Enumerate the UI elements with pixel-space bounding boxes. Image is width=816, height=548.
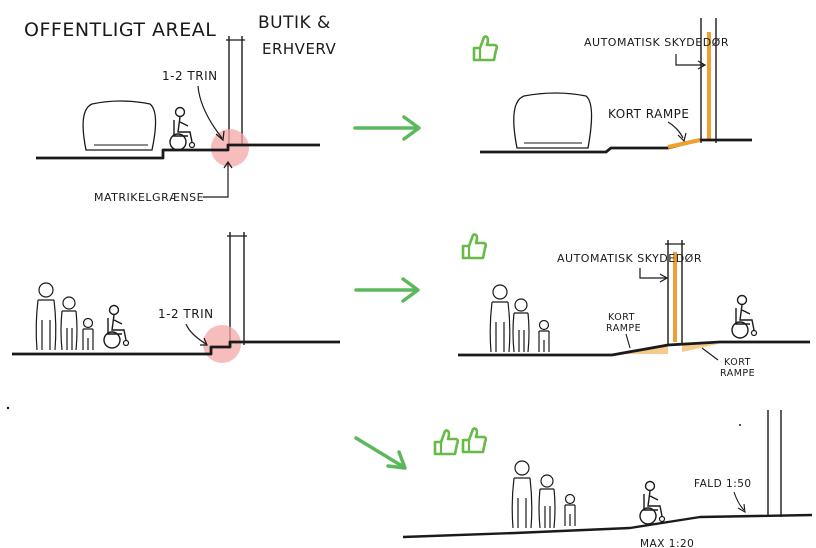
wheelchair-user-icon — [639, 480, 666, 525]
property-line-label: MATRIKELGRÆNSE — [94, 191, 204, 204]
shop-label-line1: BUTIK & — [258, 13, 331, 33]
thumbs-up-icon — [461, 427, 488, 454]
row2-after: AUTOMATISK SKYDEDØR KORT RAMPE KORT RAMP… — [458, 233, 810, 379]
short-ramp-right-line1: KORT — [724, 357, 751, 368]
wheelchair-user-icon — [103, 304, 130, 349]
car-icon — [82, 100, 157, 151]
short-ramp-label-top: KORT RAMPE — [608, 107, 690, 121]
ground-line — [480, 138, 752, 154]
property-line-pointer — [203, 163, 229, 198]
building-wall — [226, 36, 245, 145]
building-wall — [767, 410, 782, 517]
pedestrian-icon — [511, 460, 576, 529]
short-ramp-left-line1: KORT — [608, 312, 635, 323]
arrow-right-icon — [353, 115, 421, 141]
short-ramp — [682, 344, 718, 352]
ground-line — [458, 340, 810, 357]
pedestrian-icon — [489, 284, 550, 353]
wheelchair-user-icon — [731, 294, 758, 339]
car-icon — [513, 92, 593, 149]
step-highlight — [203, 325, 241, 363]
steps-label-top: 1-2 TRIN — [162, 69, 218, 83]
building-wall — [700, 18, 717, 143]
row2-before: 1-2 TRIN — [12, 232, 340, 363]
row3-solution: FALD 1:50 MAX 1:20 — [402, 410, 813, 548]
building-wall — [227, 232, 247, 345]
arrow-right-icon — [354, 277, 420, 303]
public-area-label: OFFENTLIGT AREAL — [24, 19, 216, 41]
thumbs-up-icon — [461, 233, 488, 260]
row1-before: OFFENTLIGT AREAL BUTIK & ERHVERV 1-2 TRI… — [24, 13, 337, 204]
ground-line — [402, 513, 813, 539]
slope-label-max: MAX 1:20 — [640, 538, 694, 548]
building-wall — [665, 240, 685, 345]
auto-door-label-top: AUTOMATISK SKYDEDØR — [584, 36, 729, 49]
slope-label-right: FALD 1:50 — [694, 478, 752, 490]
steps-label-mid: 1-2 TRIN — [158, 307, 214, 321]
auto-door-label-mid: AUTOMATISK SKYDEDØR — [557, 252, 702, 265]
row1-after: AUTOMATISK SKYDEDØR KORT RAMPE — [472, 18, 752, 154]
arrow-right-icon — [354, 436, 407, 470]
short-ramp-right-line2: RAMPE — [720, 368, 755, 379]
stray-mark — [6, 406, 10, 410]
short-ramp — [667, 138, 701, 149]
shop-label-line2: ERHVERV — [262, 40, 337, 58]
steps-pointer — [197, 85, 223, 139]
wheelchair-user-icon — [169, 106, 196, 151]
short-ramp-left-line2: RAMPE — [606, 323, 641, 334]
thumbs-up-icon — [472, 35, 499, 62]
ground-line — [12, 340, 340, 356]
pedestrian-icon — [35, 282, 94, 351]
thumbs-up-icon — [433, 429, 460, 456]
ground-line — [36, 143, 320, 160]
